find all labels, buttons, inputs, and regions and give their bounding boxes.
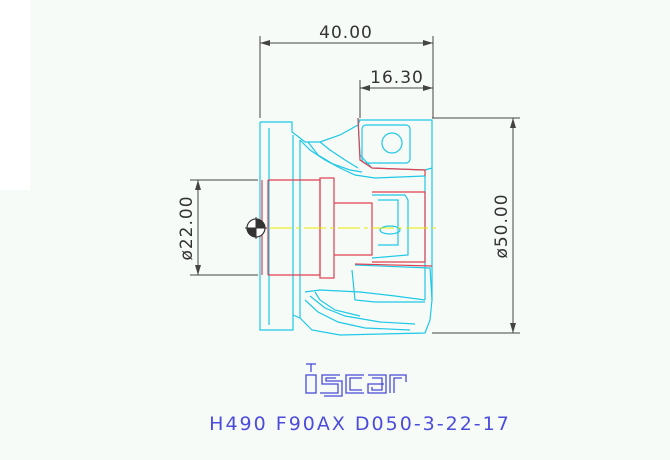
dimension-arrows xyxy=(195,40,516,333)
drawing-panel-top xyxy=(30,0,670,190)
dimension-outer-diameter: ø50.00 xyxy=(492,193,512,258)
tool-designation: H490 F90AX D050-3-22-17 xyxy=(209,413,511,435)
dimension-lines xyxy=(190,36,520,334)
dimension-bore-diameter: ø22.00 xyxy=(177,195,197,260)
center-marker-icon xyxy=(245,217,267,239)
drawing-panel-bottom xyxy=(0,190,670,460)
dimension-overall-length: 40.00 xyxy=(319,23,373,43)
dimension-insert-offset: 16.30 xyxy=(370,68,424,88)
iscar-logo xyxy=(305,363,407,397)
